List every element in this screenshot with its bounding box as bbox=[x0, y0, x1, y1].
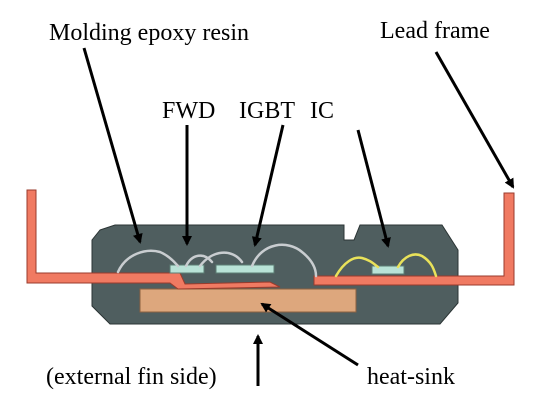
igbt-chip bbox=[215, 264, 275, 274]
lead-frame-right bbox=[313, 192, 515, 286]
molding-epoxy-label: Molding epoxy resin bbox=[49, 20, 249, 46]
fwd-label: FWD bbox=[162, 98, 215, 124]
ic-bond-wires bbox=[334, 253, 438, 278]
power-bond-wires bbox=[116, 243, 318, 278]
heat-sink bbox=[139, 288, 357, 313]
ic-arrow-icon bbox=[356, 129, 391, 248]
fin-side-label: (external fin side) bbox=[46, 364, 217, 390]
heat-sink-arrow-icon bbox=[260, 302, 359, 367]
molding-arrow-icon bbox=[82, 47, 143, 244]
igbt-label: IGBT bbox=[239, 98, 295, 124]
igbt-arrow-icon bbox=[251, 124, 285, 247]
lead-frame-left bbox=[26, 189, 281, 290]
heat-sink-label: heat-sink bbox=[367, 364, 455, 390]
lead-frame-arrow-icon bbox=[434, 51, 515, 189]
ic-label: IC bbox=[310, 98, 334, 124]
pointer-arrows bbox=[82, 47, 515, 386]
lead-frame-label: Lead frame bbox=[380, 18, 490, 44]
ic-chip bbox=[371, 265, 405, 275]
